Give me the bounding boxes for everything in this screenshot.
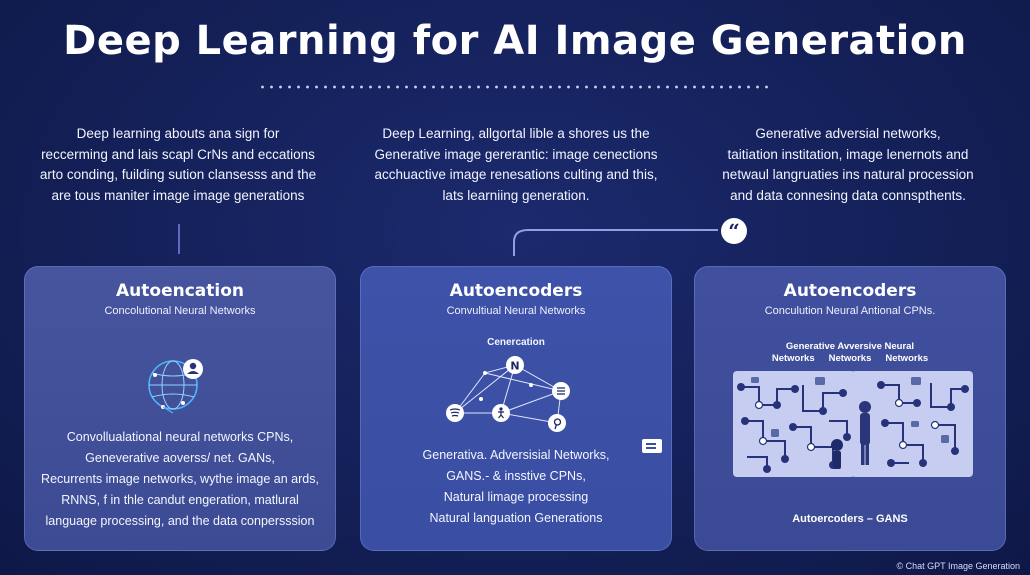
- gan-illustration-right: [851, 371, 973, 477]
- card-body: Generativa. Adversisial Networks, GANS.-…: [361, 445, 671, 529]
- node-n-icon: [506, 356, 524, 374]
- gan-heading-word: Networks: [828, 353, 872, 364]
- intro-line: and data connesing data connspthents.: [730, 187, 966, 203]
- intro-line: acchuactive image renesations culting an…: [374, 167, 658, 182]
- globe-network-icon: [148, 359, 203, 414]
- card-body-line: GANS.- & insstive CPNs,: [446, 469, 586, 483]
- dotted-divider: [258, 85, 772, 89]
- intro-line: reccerming and lais scapl CrNs and eccat…: [41, 146, 315, 162]
- chat-card-icon: [642, 439, 662, 453]
- card-body-line: Recurrents image networks, wythe image a…: [41, 472, 319, 486]
- card-body-line: Generativa. Adversisial Networks,: [422, 448, 610, 462]
- card-subtitle: Conculution Neural Antional CPNs.: [764, 305, 936, 317]
- card-autoencoders-right: Autoencoders Conculution Neural Antional…: [694, 266, 1006, 551]
- network-illustration-icon: [737, 377, 851, 473]
- gan-heading: Generative Avversive Neural Networks Net…: [695, 341, 1005, 365]
- card-autoencoders-middle: Autoencoders Convultiual Neural Networks…: [360, 266, 672, 551]
- intro-line: Deep learning abouts ana sign for: [76, 126, 280, 141]
- intro-line: Deep Learning, allgortal lible a shores …: [382, 126, 650, 141]
- card-title: Autoencation: [116, 281, 244, 301]
- gan-heading-word: Networks: [771, 353, 815, 364]
- intro-line: lats learniing generation.: [442, 187, 590, 203]
- intro-text-left: Deep learning abouts ana sign for reccer…: [28, 124, 328, 206]
- node-letter: N: [510, 360, 519, 373]
- gan-illustration-left: [733, 371, 855, 477]
- card-body-line: Natural limage processing: [443, 490, 589, 504]
- list-icon: [552, 382, 570, 400]
- quote-icon: “: [721, 218, 747, 244]
- card-title: Autoencoders: [449, 281, 583, 301]
- card-autoencation: Autoencation Concolutional Neural Networ…: [24, 266, 336, 551]
- network-label: Cenercation: [487, 337, 545, 348]
- card-footer: Autoercoders – GANS: [792, 513, 908, 525]
- intro-text-right: Generative adversial networks, taitiatio…: [698, 124, 998, 206]
- card-body-line: Natural languation Generations: [429, 511, 603, 525]
- card-body-line: language processing, and the data conper…: [45, 514, 315, 528]
- intro-line: taitiation institation, image lenernots …: [727, 146, 969, 162]
- gan-heading-line: Generative Avversive Neural: [785, 341, 915, 352]
- intro-line: Generative adversial networks,: [755, 126, 941, 141]
- person-icon: [492, 404, 510, 422]
- connector-line-middle: [513, 229, 718, 256]
- card-body-line: Convollualational neural networks CPNs,: [66, 430, 294, 444]
- card-body-line: Geneverative aoverss/ net. GANs,: [85, 451, 275, 465]
- intro-line: Generative image gererantic: image cenec…: [374, 146, 658, 162]
- page-title: Deep Learning for AI Image Generation: [63, 18, 967, 64]
- network-diagram: N: [446, 356, 570, 432]
- gan-heading-word: Networks: [885, 353, 929, 364]
- intro-line: netwaul langruaties ins natural processi…: [722, 167, 974, 182]
- card-body-line: RNNS, f in thle candut engeration, matlu…: [61, 493, 299, 507]
- intro-text-middle: Deep Learning, allgortal lible a shores …: [366, 124, 666, 206]
- card-title: Autoencoders: [783, 281, 917, 301]
- card-subtitle: Convultiual Neural Networks: [446, 305, 586, 317]
- card-body: Convollualational neural networks CPNs, …: [25, 427, 335, 532]
- credit-text: © Chat GPT Image Generation: [896, 561, 1020, 571]
- network-illustration-icon: [859, 377, 969, 467]
- intro-line: arto conding, fuilding sution clansesss …: [39, 167, 317, 182]
- pinterest-icon: [548, 414, 566, 432]
- intro-line: are tous maniter image image generations: [51, 187, 305, 203]
- card-subtitle: Concolutional Neural Networks: [104, 305, 256, 317]
- spotify-icon: [446, 404, 464, 422]
- connector-line-left: [178, 224, 180, 254]
